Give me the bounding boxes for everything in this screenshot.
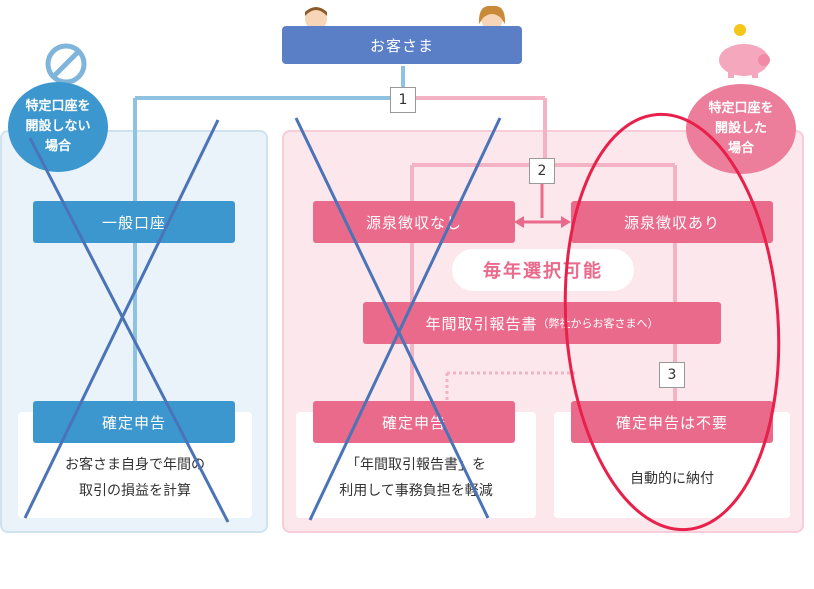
without-account-label: 特定口座を 開設しない 場合 xyxy=(25,99,91,154)
highlight-circle xyxy=(563,112,781,532)
cross-mark-middle-b xyxy=(308,117,502,521)
no-withholding-note: 「年間取引報告書」を 利用して事務負担を軽減 xyxy=(339,457,493,499)
step-3-number: 3 xyxy=(667,367,677,383)
no-withholding-label: 源泉徴収なし xyxy=(365,213,462,232)
step-2-number: 2 xyxy=(537,163,547,179)
general-note: お客さま自身で年間の 取引の損益を計算 xyxy=(65,457,205,499)
cross-mark-middle-a xyxy=(294,117,490,519)
without-account-circle: 特定口座を 開設しない 場合 xyxy=(8,82,108,172)
general-filing-label: 確定申告 xyxy=(101,413,166,432)
withholding-note: 自動的に納付 xyxy=(630,471,714,487)
withholding-box: 源泉徴収あり xyxy=(571,201,773,243)
no-withholding-filing-label: 確定申告 xyxy=(381,413,446,432)
step-3-badge: 3 xyxy=(659,362,685,388)
cross-mark-left-b xyxy=(23,119,220,519)
annual-report-sub: （弊社からお客さまへ） xyxy=(537,317,659,330)
step-2-badge: 2 xyxy=(529,158,555,184)
annual-report-label: 年間取引報告書 xyxy=(425,314,538,333)
customer-box: お客さま xyxy=(282,26,522,64)
with-account-circle: 特定口座を 開設した 場合 xyxy=(686,84,796,174)
no-withholding-filing-box: 確定申告 xyxy=(313,401,515,443)
step-1-number: 1 xyxy=(398,92,408,108)
with-account-label: 特定口座を 開設した 場合 xyxy=(708,101,774,156)
cross-mark-left-a xyxy=(28,137,230,523)
annual-report-box: 年間取引報告書（弊社からお客さまへ） xyxy=(363,302,721,344)
yearly-choice-label: 毎年選択可能 xyxy=(483,261,603,282)
piggy-bank-icon xyxy=(714,22,772,80)
step-1-badge: 1 xyxy=(390,87,416,113)
general-account-label: 一般口座 xyxy=(101,213,166,232)
customer-label: お客さま xyxy=(369,36,434,55)
withholding-filing-box: 確定申告は不要 xyxy=(571,401,773,443)
general-filing-box: 確定申告 xyxy=(33,401,235,443)
withholding-label: 源泉徴収あり xyxy=(623,213,720,232)
yearly-choice-badge: 毎年選択可能 xyxy=(452,249,634,291)
withholding-filing-label: 確定申告は不要 xyxy=(615,413,728,432)
